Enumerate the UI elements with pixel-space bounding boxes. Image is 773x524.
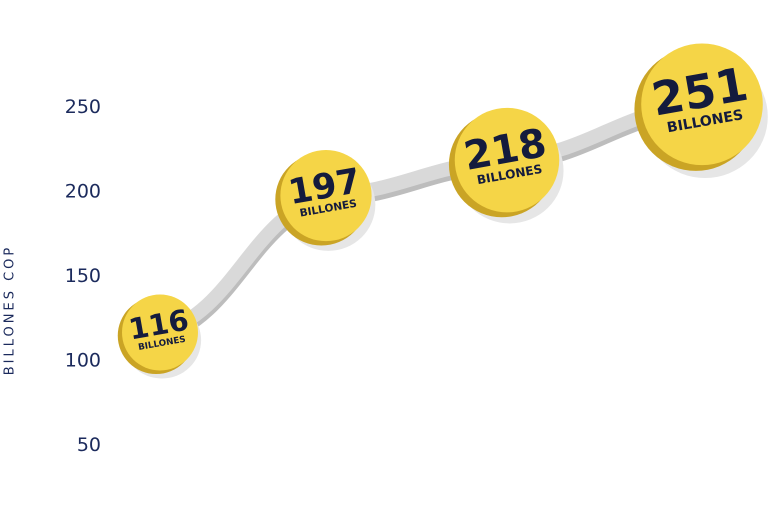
coin-face [122, 294, 198, 371]
y-tick-label: 100 [65, 350, 101, 372]
coin-face [280, 149, 372, 242]
y-tick-label: 150 [65, 265, 101, 287]
coin-face [454, 107, 560, 213]
y-tick-label: 200 [65, 181, 101, 203]
y-tick-label: 250 [65, 96, 101, 118]
coin-face [641, 43, 763, 166]
y-axis-label: BILLONES COP [2, 244, 18, 376]
y-tick-label: 50 [77, 434, 101, 456]
line-path [153, 97, 709, 340]
line-path-shadow [152, 100, 710, 345]
